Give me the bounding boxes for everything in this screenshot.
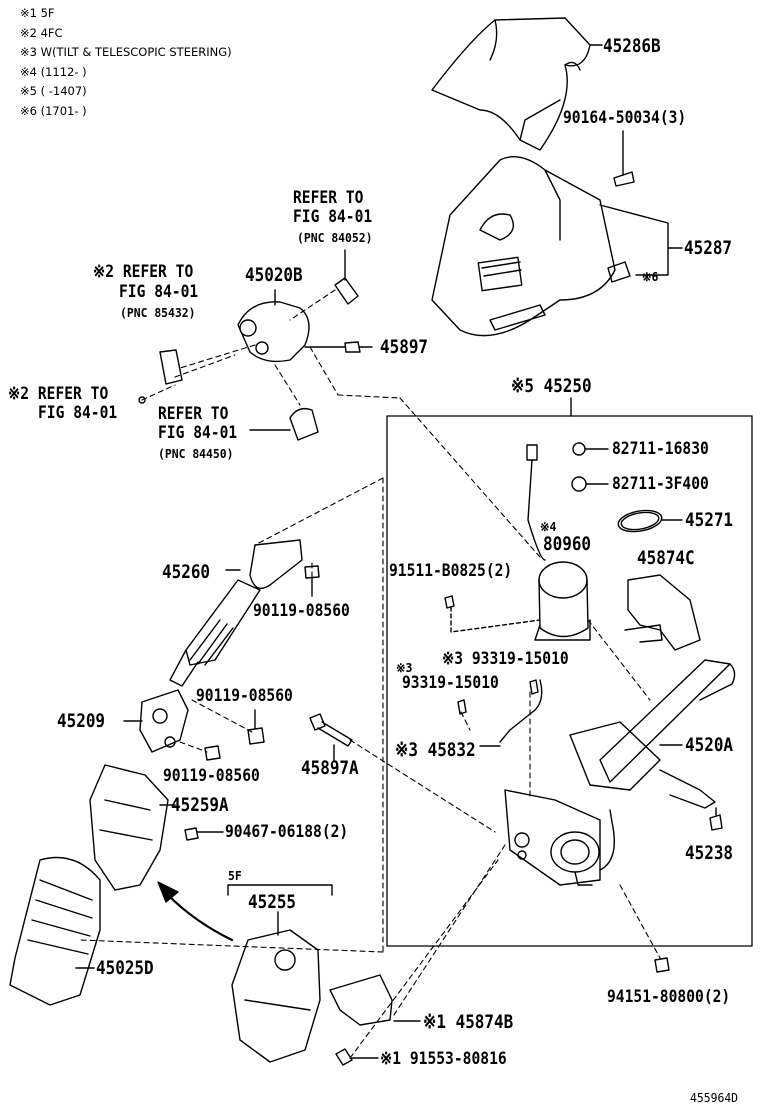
- screw-90164: [613, 130, 635, 187]
- part-note-5F: 5F: [228, 869, 242, 883]
- part-label-45874B: ※1 45874B: [423, 1011, 514, 1033]
- ref-note-85432-line2: FIG 84-01: [119, 282, 199, 302]
- switch-housing-45020B: [237, 289, 310, 363]
- part-label-45832: ※3 45832: [395, 739, 476, 761]
- ref-note-85432-line3: (PNC 85432): [120, 306, 196, 320]
- legend-item: ※5 ( -1407): [20, 84, 87, 98]
- part-label-4520A: 4520A: [685, 734, 734, 756]
- ref-note-84450-line3: (PNC 84450): [158, 447, 234, 461]
- cover-45255: [231, 929, 321, 1063]
- part-label-45897: 45897: [380, 336, 429, 358]
- ref-note-84052-line1: REFER TO: [293, 188, 364, 208]
- part-label-45271: 45271: [685, 509, 734, 531]
- universal-joint-45209: [139, 689, 189, 753]
- part-label-45238: 45238: [685, 842, 734, 864]
- part-label-91553-80816: ※1 91553-80816: [380, 1049, 507, 1069]
- part-label-45020B: 45020B: [245, 264, 303, 286]
- ref-note-2-line2: FIG 84-01: [38, 403, 118, 423]
- legend-item: ※1 5F: [20, 6, 55, 20]
- connector-84450: [289, 407, 319, 441]
- bracket-45874B: [329, 974, 393, 1026]
- lower-column-cover: [431, 156, 683, 337]
- part-label-94151-80800: 94151-80800(2): [607, 987, 731, 1007]
- part-label-45025D: 45025D: [96, 957, 154, 979]
- ref-note-84450-line1: REFER TO: [158, 404, 229, 424]
- part-label-93319-15010-b: 93319-15010: [402, 673, 499, 693]
- part-label-91511-B0825: 91511-B0825(2): [389, 561, 513, 581]
- part-label-90119-08560-a: 90119-08560: [253, 601, 350, 621]
- boot-45259A: [89, 764, 169, 891]
- part-label-80960: 80960: [543, 533, 592, 555]
- part-label-90119-08560-b: 90119-08560: [196, 686, 293, 706]
- legend-item: ※6 (1701- ): [20, 103, 87, 118]
- part-label-45286B: 45286B: [603, 35, 661, 57]
- legend-item: ※4 (1112- ): [20, 64, 87, 79]
- legend-item: ※3 W(TILT & TELESCOPIC STEERING): [20, 45, 232, 59]
- figure-id: 455964D: [690, 1091, 739, 1105]
- part-note-93319-15010-b: ※3: [396, 661, 413, 675]
- legend-item: ※2 4FC: [20, 25, 63, 40]
- part-label-45287: 45287: [684, 237, 733, 259]
- ref-note-84450-line2: FIG 84-01: [158, 423, 238, 443]
- motor-80960: [526, 444, 591, 641]
- assembly-box-45250: [386, 415, 753, 947]
- part-label-90164-50034: 90164-50034(3): [563, 108, 687, 128]
- part-label-45874C: 45874C: [637, 547, 695, 569]
- part-label-45897A: 45897A: [301, 757, 359, 779]
- part-label-45250: ※5 45250: [511, 375, 592, 397]
- ref-note-84052-line2: FIG 84-01: [293, 207, 373, 227]
- part-label-45255: 45255: [248, 891, 297, 913]
- part-label-82711-3F400: 82711-3F400: [612, 474, 709, 494]
- connector-84052: [334, 277, 359, 305]
- ref-note-84052-line3: (PNC 84052): [297, 231, 373, 245]
- legend: ※1 5F ※2 4FC ※3 W(TILT & TELESCOPIC STEE…: [20, 4, 232, 121]
- part-label-90467-06188: 90467-06188(2): [225, 822, 349, 842]
- upper-column-cover: [431, 17, 591, 151]
- part-label-90119-08560-c: 90119-08560: [163, 766, 260, 786]
- connector-85432: [159, 349, 183, 385]
- part-label-45259A: 45259A: [171, 794, 229, 816]
- leader-lines: [79, 289, 661, 1059]
- intermediate-shaft-45260: [169, 539, 303, 687]
- part-note-80960: ※4: [540, 520, 557, 534]
- part-label-45260: 45260: [162, 561, 211, 583]
- part-label-45209: 45209: [57, 710, 106, 732]
- boot-45025D: [9, 856, 101, 1006]
- part-label-93319-15010-a: ※3 93319-15010: [442, 649, 569, 669]
- ref-note-85432-line1: ※2 REFER TO: [93, 262, 194, 282]
- steering-column-4520A: [504, 659, 736, 886]
- ref-note-2-line1: ※2 REFER TO: [8, 384, 109, 404]
- part-label-82711-16830: 82711-16830: [612, 439, 709, 459]
- part-note-45287: ※6: [642, 270, 659, 284]
